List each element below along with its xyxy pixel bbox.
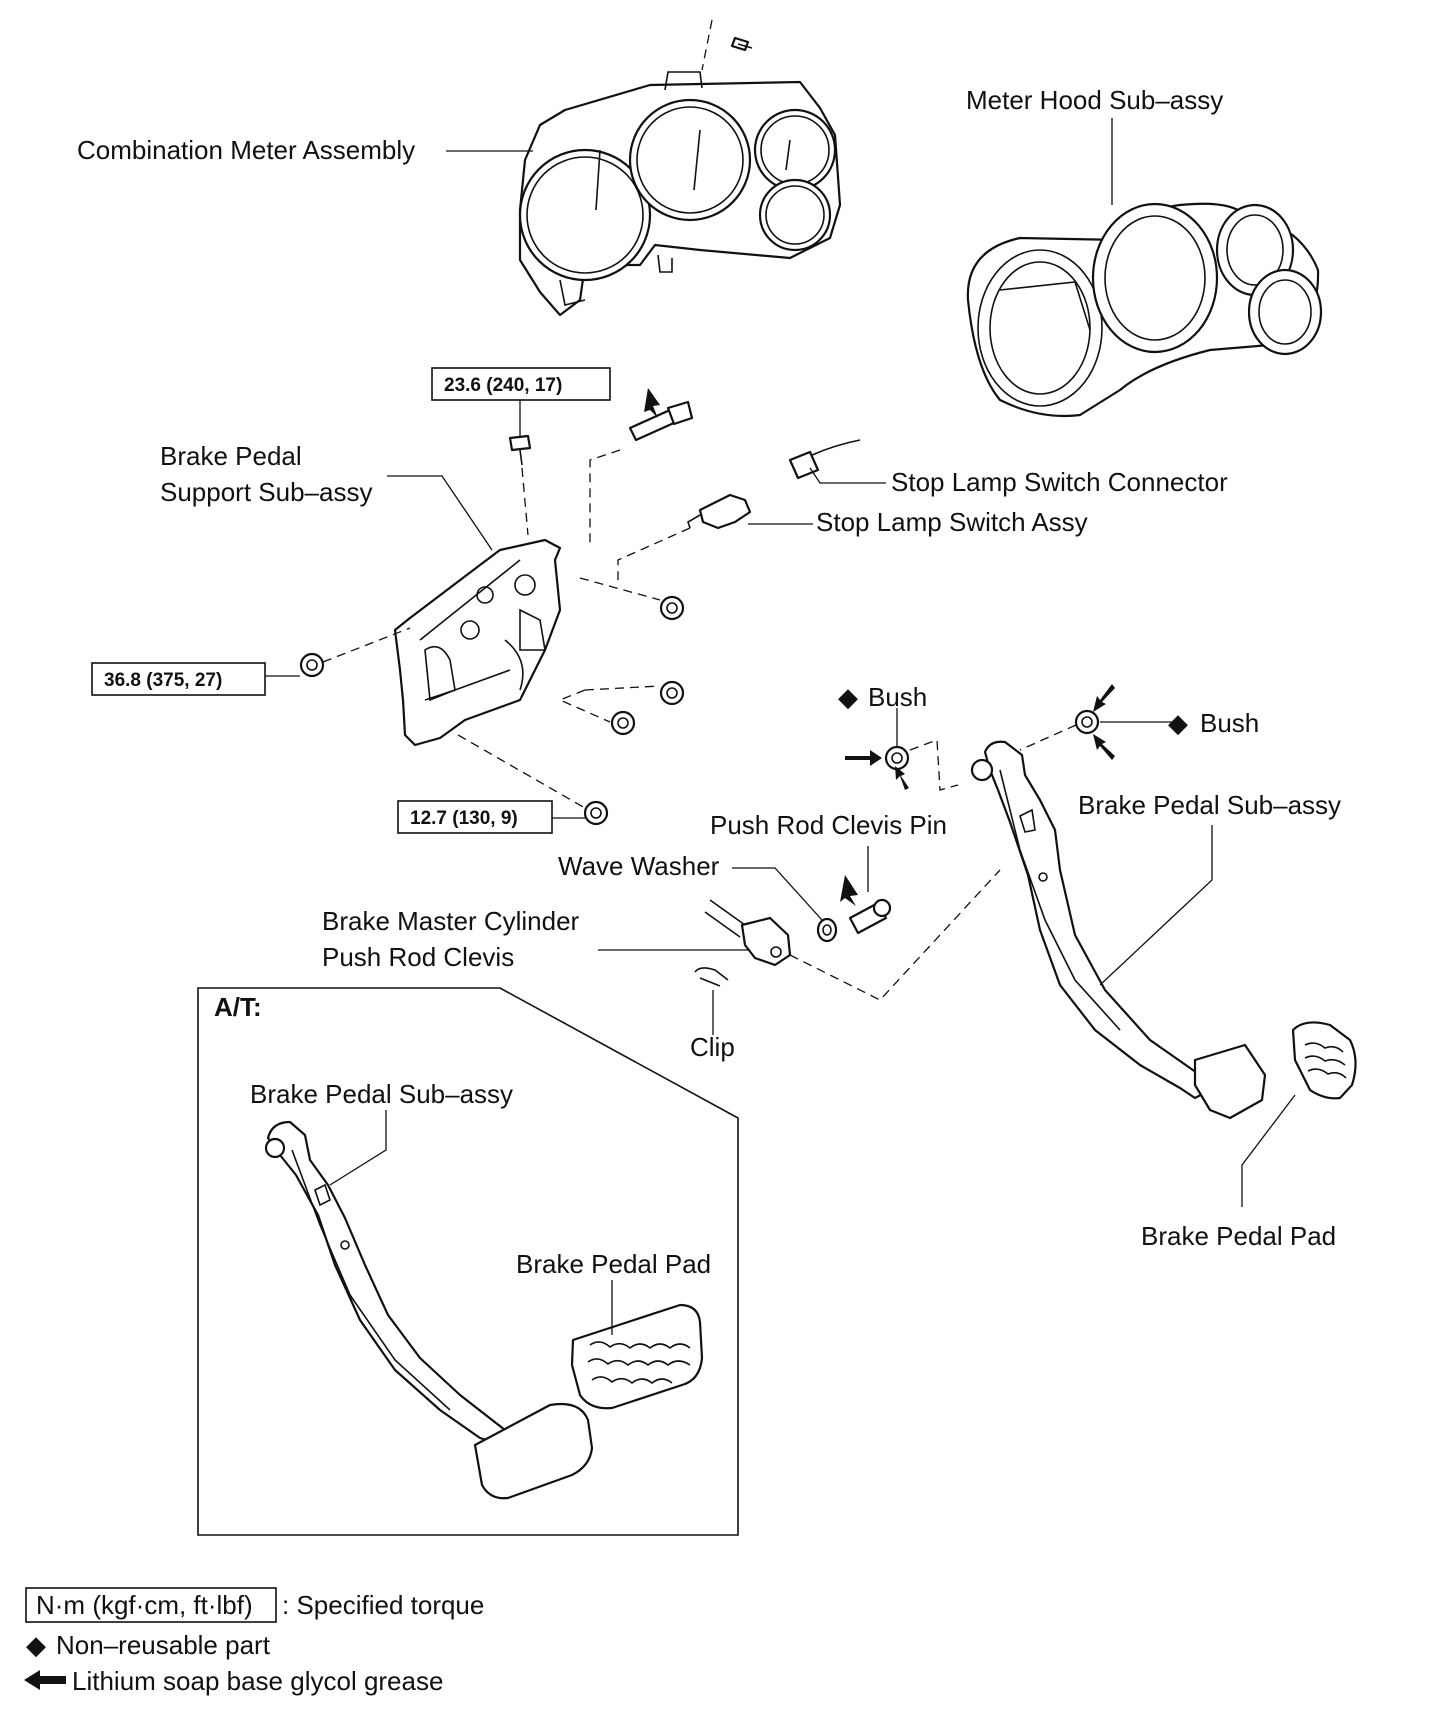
support-nuts bbox=[299, 577, 685, 826]
label-brake-pedal-sub-assy: Brake Pedal Sub–assy bbox=[1078, 790, 1341, 820]
clip bbox=[694, 967, 729, 987]
support-stud-bolt bbox=[589, 388, 694, 548]
non-reusable-icon: ◆ bbox=[26, 1630, 46, 1660]
label-combination-meter-assembly: Combination Meter Assembly bbox=[77, 135, 415, 165]
torque-value-left: 36.8 (375, 27) bbox=[104, 670, 222, 691]
combination-meter-assembly bbox=[518, 71, 842, 317]
brake-pedal-pad bbox=[1291, 1021, 1357, 1100]
push-rod-clevis-pin bbox=[840, 875, 892, 935]
grease-arrow-icon bbox=[24, 1670, 66, 1690]
brake-pedal-sub-assy bbox=[970, 740, 1267, 1120]
label-push-rod-clevis-pin: Push Rod Clevis Pin bbox=[710, 810, 947, 840]
label-stop-lamp-switch-assy: Stop Lamp Switch Assy bbox=[816, 507, 1088, 537]
label-bush-left: Bush bbox=[868, 682, 927, 712]
bush-right bbox=[1019, 684, 1115, 760]
label-meter-hood-sub-assy: Meter Hood Sub–assy bbox=[966, 85, 1223, 115]
torque-box-top: 23.6 (240, 17) bbox=[431, 367, 611, 401]
label-brake-master-cylinder: Brake Master Cylinder bbox=[322, 906, 580, 936]
stop-lamp-switch-assy bbox=[617, 493, 752, 585]
non-reusable-icon: ◆ bbox=[1168, 708, 1188, 738]
legend-torque-desc: : Specified torque bbox=[282, 1590, 484, 1620]
label-brake-pedal-pad: Brake Pedal Pad bbox=[1141, 1221, 1336, 1251]
torque-box-lower: 12.7 (130, 9) bbox=[397, 800, 553, 834]
label-stop-lamp-switch-connector: Stop Lamp Switch Connector bbox=[891, 467, 1228, 497]
stop-lamp-switch-connector bbox=[788, 439, 861, 480]
bush-left bbox=[845, 739, 959, 791]
non-reusable-icon: ◆ bbox=[838, 682, 858, 712]
label-brake-pedal-support-line2: Support Sub–assy bbox=[160, 477, 372, 507]
legend-torque-unit: N·m (kgf·cm, ft·lbf) bbox=[36, 1590, 253, 1620]
legend: N·m (kgf·cm, ft·lbf) : Specified torque … bbox=[24, 1587, 484, 1696]
label-wave-washer: Wave Washer bbox=[558, 851, 720, 881]
leader-lines bbox=[265, 118, 1296, 1335]
at-inset bbox=[197, 987, 739, 1536]
brake-pedal-support-sub-assy bbox=[393, 538, 562, 747]
label-at-title: A/T: bbox=[214, 992, 262, 1022]
label-clip: Clip bbox=[690, 1032, 735, 1062]
label-at-brake-pedal-sub-assy: Brake Pedal Sub–assy bbox=[250, 1079, 513, 1109]
label-push-rod-clevis: Push Rod Clevis bbox=[322, 942, 514, 972]
label-brake-pedal-support-line1: Brake Pedal bbox=[160, 441, 302, 471]
torque-value-top: 23.6 (240, 17) bbox=[444, 375, 562, 396]
wave-washer bbox=[816, 917, 838, 943]
meter-hood-sub-assy bbox=[966, 202, 1323, 418]
legend-non-reusable: Non–reusable part bbox=[56, 1630, 271, 1660]
label-at-brake-pedal-pad: Brake Pedal Pad bbox=[516, 1249, 711, 1279]
label-bush-right: Bush bbox=[1200, 708, 1259, 738]
torque-box-left: 36.8 (375, 27) bbox=[91, 662, 266, 696]
torque-value-lower: 12.7 (130, 9) bbox=[410, 808, 518, 829]
legend-grease: Lithium soap base glycol grease bbox=[72, 1666, 443, 1696]
meter-screw bbox=[701, 19, 753, 71]
support-top-bolt bbox=[508, 434, 532, 536]
brake-master-cylinder-push-rod-clevis bbox=[704, 869, 1001, 1001]
